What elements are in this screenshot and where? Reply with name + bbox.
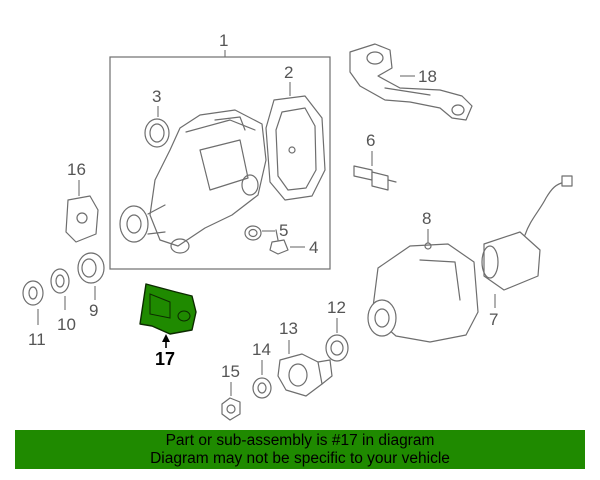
assembly-frame (109, 56, 331, 270)
part-14-washer (252, 377, 272, 399)
callout-6: 6 (366, 131, 375, 150)
part-2-cover (265, 95, 326, 201)
part-5-washer (244, 225, 262, 241)
callout-2: 2 (284, 63, 293, 82)
callout-14: 14 (252, 340, 271, 359)
part-16-bracket (65, 195, 99, 243)
callout-16: 16 (67, 160, 86, 179)
part-13-flange (277, 353, 333, 397)
part-8-transfer-case (367, 242, 479, 343)
callout-15: 15 (221, 362, 240, 381)
callout-17: 17 (155, 349, 175, 369)
part-6-sensor (353, 165, 397, 191)
callout-5: 5 (279, 221, 288, 240)
callout-18: 18 (418, 67, 437, 86)
part-18-bracket (349, 43, 473, 121)
callout-10: 10 (57, 315, 76, 334)
callout-1: 1 (219, 31, 228, 50)
callout-9: 9 (89, 301, 98, 320)
part-12-seal (325, 334, 349, 362)
part-17-bracket-highlighted (139, 283, 197, 335)
callout-12: 12 (327, 298, 346, 317)
part-7-actuator (481, 175, 573, 291)
notice-line-2: Diagram may not be specific to your vehi… (150, 450, 450, 467)
part-9-bearing (77, 252, 105, 284)
callout-11: 11 (28, 330, 46, 349)
part-15-nut (221, 397, 241, 421)
callout-13: 13 (279, 319, 298, 338)
callout-8: 8 (422, 209, 431, 228)
part-11-washer (22, 280, 44, 306)
notice-banner: Part or sub-assembly is #17 in diagram D… (15, 430, 585, 469)
part-10-washer (50, 268, 70, 294)
callout-7: 7 (489, 310, 498, 329)
part-4-plug (269, 229, 289, 255)
parts-diagram: 1 3 2 5 4 (22, 31, 573, 421)
part-3-seal (144, 118, 170, 148)
callout-4: 4 (309, 238, 318, 257)
differential-housing (119, 109, 267, 254)
notice-line-1: Part or sub-assembly is #17 in diagram (165, 432, 435, 449)
callout-3: 3 (152, 87, 161, 106)
